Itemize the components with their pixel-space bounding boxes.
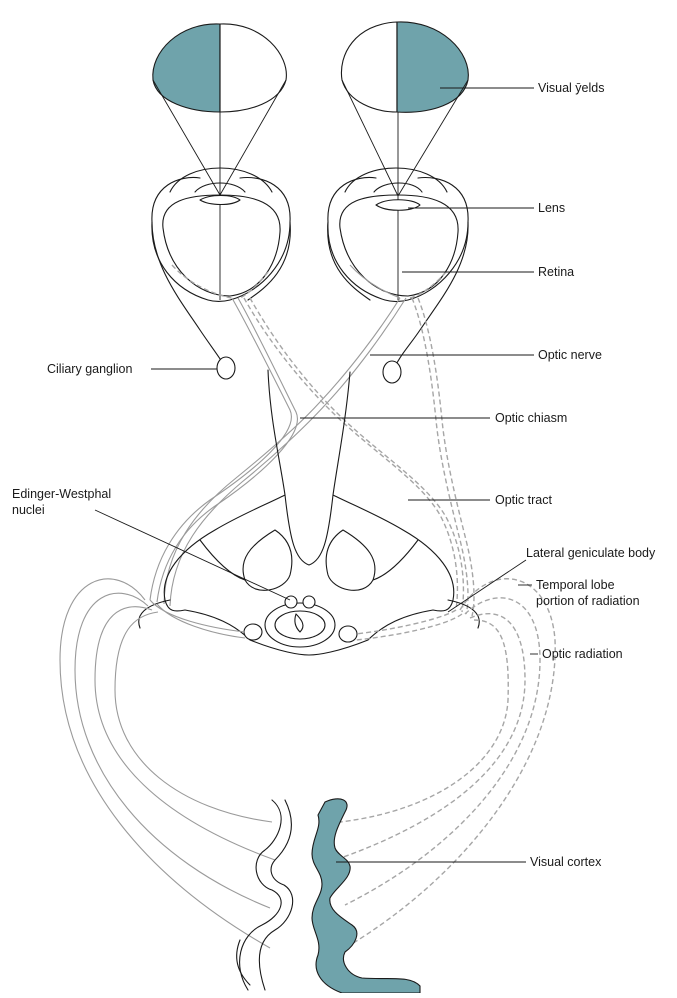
retinal-fibers	[172, 265, 446, 298]
right-lens	[376, 200, 420, 211]
label-temporal-lobe-line1: Temporal lobe	[536, 578, 615, 592]
lateral-geniculate-left	[244, 624, 262, 640]
label-optic-tract: Optic tract	[495, 493, 552, 507]
left-lens	[200, 196, 240, 205]
right-visual-field	[341, 22, 468, 112]
midbrain	[139, 370, 480, 655]
visual-cortex-left	[237, 800, 293, 990]
label-edinger-westphal-line1: Edinger-Westphal	[12, 487, 111, 501]
label-retina: Retina	[538, 265, 574, 279]
label-lens: Lens	[538, 201, 565, 215]
label-visual-fields: Visual ȳelds	[538, 81, 604, 95]
left-field-shaded-half	[153, 24, 220, 112]
left-eye	[152, 168, 290, 379]
left-visual-field	[153, 24, 287, 112]
ciliary-ganglion-right	[383, 361, 401, 383]
label-optic-nerve: Optic nerve	[538, 348, 602, 362]
label-ciliary-ganglion: Ciliary ganglion	[47, 362, 133, 376]
ciliary-ganglion	[217, 357, 235, 379]
label-optic-radiation: Optic radiation	[542, 647, 623, 661]
edinger-westphal-nucleus-left	[285, 596, 297, 608]
optic-radiation-right	[335, 579, 555, 948]
label-temporal-lobe-line2: portion of radiation	[536, 594, 640, 608]
right-field-clear-half	[341, 22, 397, 112]
left-field-clear-half	[220, 24, 286, 112]
visual-cortex-shaded	[312, 799, 420, 993]
label-visual-cortex: Visual cortex	[530, 855, 602, 869]
edinger-westphal-nucleus-right	[303, 596, 315, 608]
visual-cortex-right	[312, 799, 420, 993]
label-edinger-westphal-line2: nuclei	[12, 503, 45, 517]
leader-lines	[95, 88, 540, 862]
right-field-shaded-half	[397, 22, 468, 112]
label-lateral-geniculate-body: Lateral geniculate body	[526, 546, 656, 560]
label-optic-chiasm: Optic chiasm	[495, 411, 567, 425]
lateral-geniculate-right	[339, 626, 357, 642]
